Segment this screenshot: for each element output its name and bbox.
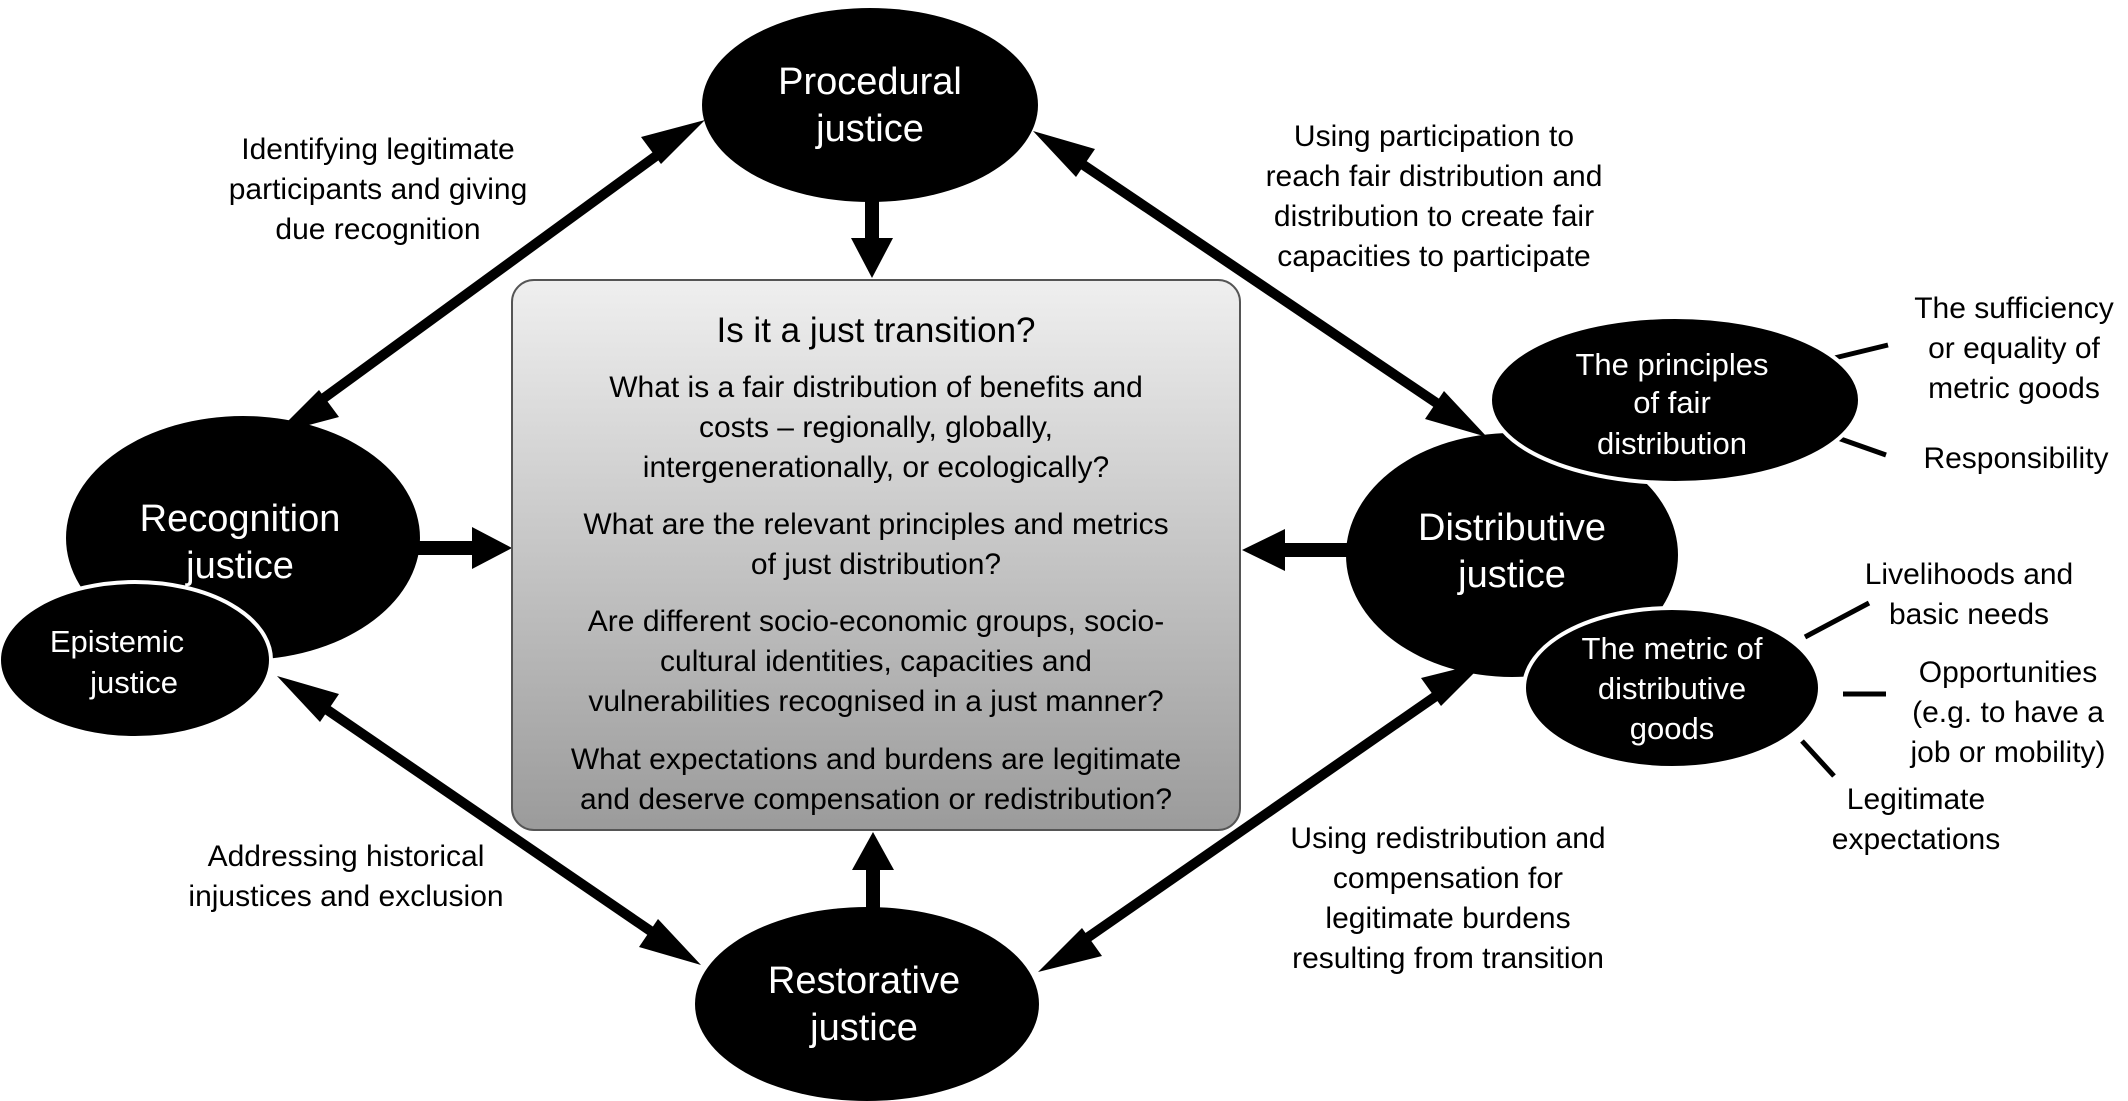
arrow-procedural-center-shaft [865,196,879,240]
edge-label-pr-line-2: participants and giving [229,173,528,206]
question-3-line-2: cultural identities, capacities and [660,645,1092,678]
procedural-oval [702,8,1038,202]
leaf-livelihoods-line-1: Livelihoods and [1865,558,2074,591]
edge-label-dr-line-2: compensation for [1333,862,1563,895]
restorative-label-line-1: Restorative [768,960,960,1002]
leaf-responsibility: Responsibility [1923,442,2108,475]
edge-label-dr-line-3: legitimate burdens [1325,902,1570,935]
edge-label-rr-line-1: Addressing historical [208,840,485,873]
metric-oval [1522,606,1822,770]
edge-label-pr-line-1: Identifying legitimate [241,133,515,166]
principles-label-line-2: of fair [1633,385,1711,420]
branch-expectations [1800,739,1836,778]
arrowhead-recognition-bottom-end [277,676,339,722]
edge-label-pr-line-3: due recognition [275,213,480,246]
leaf-sufficiency-line-1: The sufficiency [1914,292,2114,325]
edge-label-pd-line-2: reach fair distribution and [1266,160,1603,193]
principles-label-line-3: distribution [1597,426,1747,461]
epistemic-oval [0,580,273,740]
node-restorative-justice: Restorative justice [695,907,1039,1101]
procedural-label-line-2: justice [815,108,924,150]
arrowhead-procedural-center [851,238,893,278]
edge-label-pd-line-1: Using participation to [1294,120,1574,153]
question-2-line-2: of just distribution? [751,548,1001,581]
arrowhead-distributive-bottom-end [1421,662,1485,706]
node-distributive-justice: Distributive justice The principles of f… [1346,315,1889,778]
leaf-livelihoods-line-2: basic needs [1889,598,2049,631]
recognition-label-line-2: justice [185,545,294,587]
arrow-procedural-distributive [1079,159,1441,409]
metric-label-line-3: goods [1630,711,1714,746]
leaf-responsibility-line-1: Responsibility [1923,442,2108,475]
leaf-expectations: Legitimate expectations [1832,783,2000,856]
question-1-line-1: What is a fair distribution of benefits … [609,371,1143,404]
center-questions: What is a fair distribution of benefits … [571,371,1181,816]
leaf-livelihoods: Livelihoods and basic needs [1865,558,2074,631]
metric-label-line-2: distributive [1598,671,1746,706]
distributive-label-line-1: Distributive [1418,507,1606,549]
leaf-sufficiency-line-2: or equality of [1928,332,2100,365]
restorative-oval [695,907,1039,1101]
principles-oval [1488,315,1862,485]
center-box: Is it a just transition? What is a fair … [511,279,1241,831]
question-4-line-1: What expectations and burdens are legiti… [571,743,1181,776]
arrowhead-distributive-center [1242,529,1285,571]
leaf-opportunities: Opportunities (e.g. to have a job or mob… [1909,656,2105,769]
leaf-expectations-line-1: Legitimate [1847,783,1985,816]
arrow-procedural-recognition [321,151,659,403]
arrow-recognition-restorative [323,704,655,937]
edge-label-procedural-distributive: Using participation to reach fair distri… [1266,120,1603,273]
center-title: Is it a just transition? [716,311,1035,350]
node-procedural-justice: Procedural justice [702,8,1038,202]
edge-label-pd-line-4: capacities to participate [1277,240,1591,273]
leaf-sufficiency: The sufficiency or equality of metric go… [1914,292,2114,405]
arrow-distributive-restorative [1084,691,1439,943]
center-box-background [511,279,1241,831]
recognition-label-line-1: Recognition [140,498,341,540]
leaf-sufficiency-line-3: metric goods [1928,372,2100,405]
question-1-line-3: intergenerationally, or ecologically? [643,451,1109,484]
question-3-line-3: vulnerabilities recognised in a just man… [588,685,1163,718]
edge-label-rr-line-2: injustices and exclusion [188,880,503,913]
principles-label-line-1: The principles [1576,347,1769,382]
leaf-opportunities-line-2: (e.g. to have a [1912,696,2104,729]
leaf-opportunities-line-1: Opportunities [1919,656,2097,689]
distributive-oval [1346,433,1678,677]
arrowhead-procedural-end [641,120,705,164]
arrow-restorative-center-shaft [866,868,880,911]
edge-label-distributive-restorative: Using redistribution and compensation fo… [1290,822,1605,975]
arrowhead-restorative-center [852,832,894,870]
epistemic-label-line-2: justice [89,665,178,700]
arrowhead-restorative-right-end [1038,928,1102,972]
branch-responsibility [1834,434,1887,458]
arrowhead-restorative-end [639,919,701,965]
epistemic-label-line-1: Epistemic [50,624,184,659]
edge-label-pd-line-3: distribution to create fair [1274,200,1594,233]
arrows [275,120,1487,972]
edge-label-dr-line-1: Using redistribution and [1290,822,1605,855]
leaf-opportunities-line-3: job or mobility) [1909,736,2105,769]
question-3-line-1: Are different socio-economic groups, soc… [588,605,1164,638]
branch-livelihoods [1803,600,1871,640]
arrow-recognition-center-shaft [414,541,474,555]
question-4-line-2: and deserve compensation or redistributi… [580,783,1172,816]
question-2-line-1: What are the relevant principles and met… [583,508,1168,541]
arrowhead-recognition-center [472,527,512,569]
restorative-label-line-2: justice [809,1007,918,1049]
node-recognition-justice: Recognition justice Epistemic justice [0,416,420,740]
arrowhead-procedural-right-end [1033,131,1095,177]
arrow-distributive-center-shaft [1283,543,1353,557]
edge-label-procedural-recognition: Identifying legitimate participants and … [229,133,528,246]
question-1-line-2: costs – regionally, globally, [699,411,1053,444]
arrowhead-distributive-top-end [1425,391,1487,437]
metric-label-line-1: The metric of [1582,631,1763,666]
edge-label-dr-line-4: resulting from transition [1292,942,1604,975]
leaf-expectations-line-2: expectations [1832,823,2000,856]
distributive-label-line-2: justice [1457,554,1566,596]
procedural-label-line-1: Procedural [778,61,962,103]
edge-label-recognition-restorative: Addressing historical injustices and exc… [188,840,503,913]
